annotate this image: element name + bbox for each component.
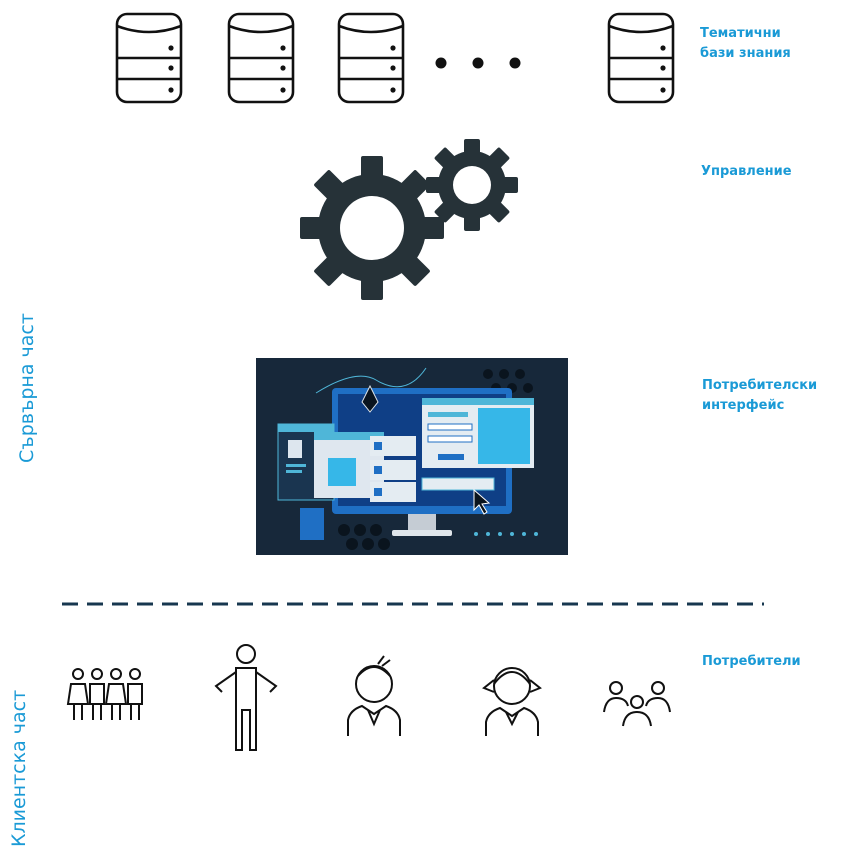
database-row	[110, 10, 675, 105]
user-interface-label: Потребителски интерфейс	[702, 376, 817, 416]
user-interface-label-line2: интерфейс	[702, 398, 785, 413]
database-icon	[115, 12, 183, 104]
client-side-label: Клиентска част	[8, 689, 30, 847]
management-label: Управление	[701, 164, 792, 179]
database-icons	[115, 12, 675, 104]
user-interface-label-line1: Потребителски	[702, 378, 818, 393]
database-icon	[337, 12, 405, 104]
gears-icon	[300, 139, 525, 300]
database-icon	[607, 12, 675, 104]
knowledge-bases-label-line2: бази знания	[700, 46, 791, 61]
database-icon	[227, 12, 295, 104]
knowledge-bases-label-line1: Тематични	[700, 26, 781, 41]
boy-icon	[347, 655, 401, 736]
ellipsis-icon	[435, 57, 521, 69]
ui-design-illustration	[256, 358, 568, 555]
children-group-icon	[66, 668, 143, 720]
people-group-icon	[603, 681, 671, 727]
server-side-label: Сървърна част	[16, 313, 38, 463]
server-client-divider	[62, 602, 764, 606]
girl-icon	[482, 667, 542, 736]
users-label: Потребители	[702, 654, 801, 669]
users-icons-row	[66, 640, 686, 760]
knowledge-bases-label: Тематични бази знания	[700, 24, 791, 64]
person-shrug-icon	[214, 644, 278, 751]
